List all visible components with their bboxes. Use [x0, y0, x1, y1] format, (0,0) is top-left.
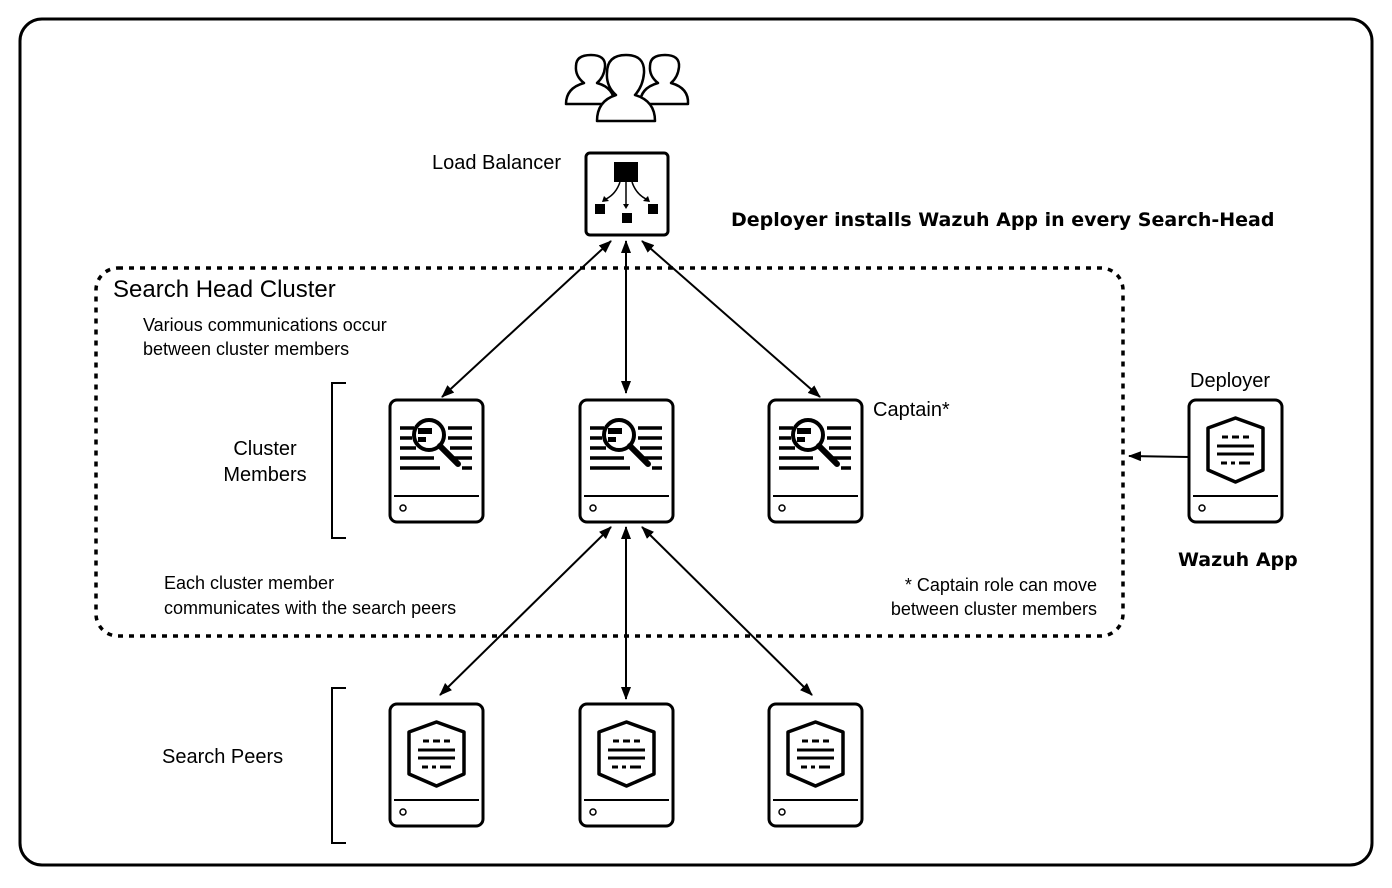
- indexer-server-icon: [767, 702, 864, 828]
- deployer-label: Deployer: [1190, 370, 1271, 392]
- load-balancer-icon: [584, 151, 670, 237]
- captain-note-line1: * Captain role can move: [904, 575, 1097, 595]
- sh-to-peer3-arrow: [641, 526, 813, 696]
- comm-note-line2: between cluster members: [143, 339, 350, 359]
- search-peers-bracket: [331, 687, 346, 844]
- cluster-members-label-line1: Cluster: [233, 438, 297, 460]
- outer-frame: [18, 17, 1374, 867]
- deployer-to-cluster-arrow: [1128, 451, 1190, 462]
- search-peers-label: Search Peers: [162, 746, 284, 768]
- sh-to-peer1-arrow: [439, 526, 612, 696]
- search-head-server-icon: [769, 400, 862, 522]
- search-head-server-icon: [390, 400, 483, 522]
- indexer-server-icon: [388, 702, 485, 828]
- peers-comm-note-line2: communicates with the search peers: [164, 598, 457, 618]
- users-group-icon: [564, 53, 690, 123]
- cluster-members-bracket: [331, 382, 346, 539]
- wazuh-app-label: Wazuh App: [1178, 549, 1298, 571]
- search-head-server-icon: [580, 400, 673, 522]
- indexer-server-icon: [578, 702, 675, 828]
- captain-label: Captain*: [873, 399, 950, 421]
- lb-to-sh3-arrow: [641, 240, 821, 398]
- lb-to-sh1-arrow: [441, 240, 612, 398]
- captain-note-line2: between cluster members: [890, 599, 1097, 619]
- cluster-members-label-line2: Members: [223, 464, 307, 486]
- comm-note-line1: Various communications occur: [143, 315, 387, 335]
- search-head-cluster-boundary: [94, 266, 1125, 638]
- load-balancer-label: Load Balancer: [432, 152, 561, 174]
- peers-comm-note-line1: Each cluster member: [164, 573, 335, 593]
- deployer-server-icon: [1187, 398, 1284, 524]
- deployer-note: Deployer installs Wazuh App in every Sea…: [731, 209, 1275, 231]
- cluster-title: Search Head Cluster: [113, 276, 336, 303]
